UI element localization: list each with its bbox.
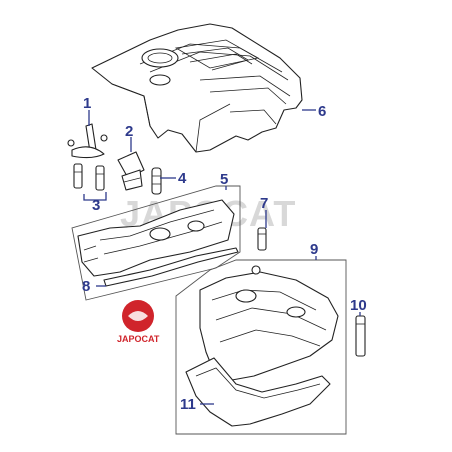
callout-10: 10 bbox=[350, 297, 367, 314]
japocat-logo: JAPOCAT bbox=[117, 300, 160, 344]
valve-cover-right-group-box bbox=[175, 259, 347, 435]
stud-bolt-part bbox=[257, 227, 267, 251]
callout-2: 2 bbox=[125, 123, 133, 140]
callout-8: 8 bbox=[82, 278, 90, 295]
callout-9: 9 bbox=[310, 241, 318, 258]
leader-3 bbox=[83, 192, 107, 201]
valve-cover-left-part bbox=[77, 199, 235, 277]
valve-cover-group-box bbox=[71, 185, 241, 301]
callout-3: 3 bbox=[92, 197, 100, 214]
callout-4: 4 bbox=[178, 170, 187, 187]
oil-filler-cap-part bbox=[117, 151, 145, 191]
logo-text: JAPOCAT bbox=[117, 334, 160, 344]
callout-11: 11 bbox=[180, 396, 196, 413]
grommet-set-part bbox=[73, 163, 105, 191]
callout-1: 1 bbox=[83, 95, 91, 112]
callout-6: 6 bbox=[318, 103, 326, 120]
pcv-valve-part bbox=[151, 167, 162, 195]
breather-clamp-part bbox=[67, 123, 108, 159]
valve-cover-gasket-left bbox=[103, 247, 239, 287]
callout-5: 5 bbox=[220, 171, 228, 188]
engine-cover bbox=[91, 23, 303, 153]
long-bolt-part bbox=[355, 315, 366, 357]
callout-7: 7 bbox=[260, 195, 268, 212]
valve-cover-gasket-right bbox=[185, 357, 331, 427]
valve-cover-right-part bbox=[199, 265, 339, 381]
